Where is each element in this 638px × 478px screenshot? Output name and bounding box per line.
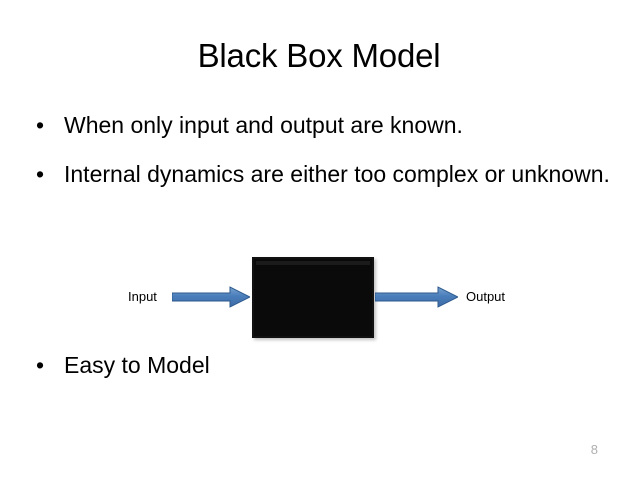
diagram-label-input: Input	[128, 289, 157, 304]
bullet-marker-icon: •	[36, 112, 45, 138]
bullet-text: Easy to Model	[64, 352, 210, 378]
diagram-label-output: Output	[466, 289, 506, 304]
bullet-marker-icon: •	[36, 352, 45, 378]
bullet-marker-icon: •	[36, 161, 45, 187]
list-item: • Easy to Model	[28, 350, 610, 381]
black-box-shape	[252, 257, 374, 338]
bullet-text: When only input and output are known.	[64, 112, 463, 138]
slide-number: 8	[590, 442, 598, 457]
list-item: • When only input and output are known.	[28, 110, 610, 141]
list-item: • Internal dynamics are either too compl…	[28, 159, 610, 190]
arrow-right-output-icon	[375, 285, 458, 309]
bullet-text: Internal dynamics are either too complex…	[64, 161, 610, 187]
page-title: Black Box Model	[197, 37, 441, 74]
arrow-right-input-icon	[172, 285, 250, 309]
